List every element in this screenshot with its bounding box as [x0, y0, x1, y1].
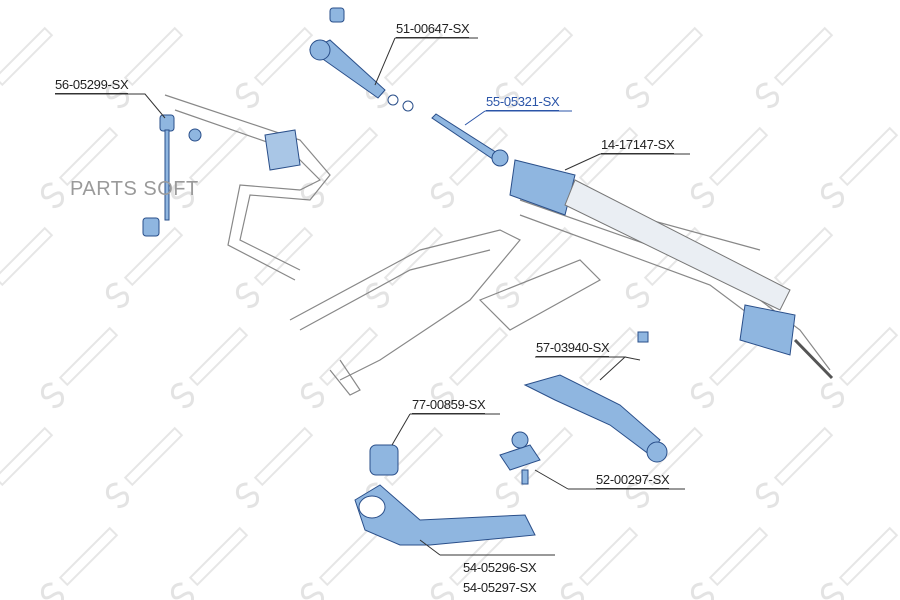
leader-lines: [55, 37, 690, 556]
subframe-outline: [164, 94, 831, 396]
stellox-logo-watermark: [820, 526, 899, 600]
stellox-logo-watermark: [820, 126, 899, 209]
part-label-ball-joint[interactable]: 52-00297-SX: [596, 472, 670, 489]
stellox-logo-watermark: [40, 126, 119, 209]
stellox-logo-watermark: [170, 126, 249, 209]
part-label-tie-rod-end[interactable]: 51-00647-SX: [396, 21, 470, 38]
steering-rack-part: [509, 159, 834, 380]
stellox-logo-watermark: [820, 326, 899, 409]
stellox-logo-watermark: [495, 226, 574, 309]
stellox-logo-watermark: [170, 526, 249, 600]
stellox-logo-watermark: [235, 426, 314, 509]
stellox-logo-watermark: [430, 326, 509, 409]
tie-rod-end-part: [309, 7, 414, 112]
stellox-logo-watermark: [40, 326, 119, 409]
stellox-logo-watermark: [105, 26, 184, 109]
stellox-logo-watermark: [0, 226, 54, 287]
stellox-logo-watermark: [0, 26, 54, 87]
stellox-logo-watermark: [495, 426, 574, 509]
part-label-bushing[interactable]: 77-00859-SX: [412, 397, 486, 414]
stellox-logo-watermark: [300, 326, 379, 409]
stellox-logo-watermark: [235, 26, 314, 109]
stellox-logo-watermark: [690, 526, 769, 600]
part-label-steering-boot[interactable]: 14-17147-SX: [601, 137, 675, 154]
upper-control-arm-part: [523, 331, 668, 463]
stellox-logo-watermark: [495, 26, 574, 109]
parts-soft-watermark: PARTS SOFT: [70, 178, 199, 200]
stellox-logo-watermark: [690, 126, 769, 209]
stellox-logo-watermark: [560, 526, 639, 600]
stellox-logo-watermark: [40, 526, 119, 600]
stellox-logo-watermark: [105, 226, 184, 309]
stellox-logo-watermark: [170, 326, 249, 409]
part-label-lower-control-arm-right[interactable]: 54-05297-SX: [463, 580, 537, 595]
bushing-part: [369, 444, 399, 476]
stellox-logo-watermark: [755, 426, 834, 509]
lower-control-arm-part: [354, 484, 536, 546]
inner-tie-rod-part: [431, 113, 509, 167]
ball-joint-part: [499, 431, 541, 485]
stabilizer-link-part: [142, 114, 202, 237]
stellox-logo-watermark: [235, 226, 314, 309]
stellox-logo-watermark: [0, 426, 54, 487]
part-label-upper-control-arm[interactable]: 57-03940-SX: [536, 340, 610, 357]
sway-bar-bushing: [264, 129, 301, 171]
stellox-logo-watermark: [625, 26, 704, 109]
stellox-logo-watermark: [755, 26, 834, 109]
stellox-logo-watermark: [105, 426, 184, 509]
part-label-stabilizer-link[interactable]: 56-05299-SX: [55, 77, 129, 94]
part-label-inner-tie-rod[interactable]: 55-05321-SX: [486, 94, 560, 111]
part-label-lower-control-arm-left[interactable]: 54-05296-SX: [463, 560, 537, 575]
stellox-logo-watermark: [430, 126, 509, 209]
